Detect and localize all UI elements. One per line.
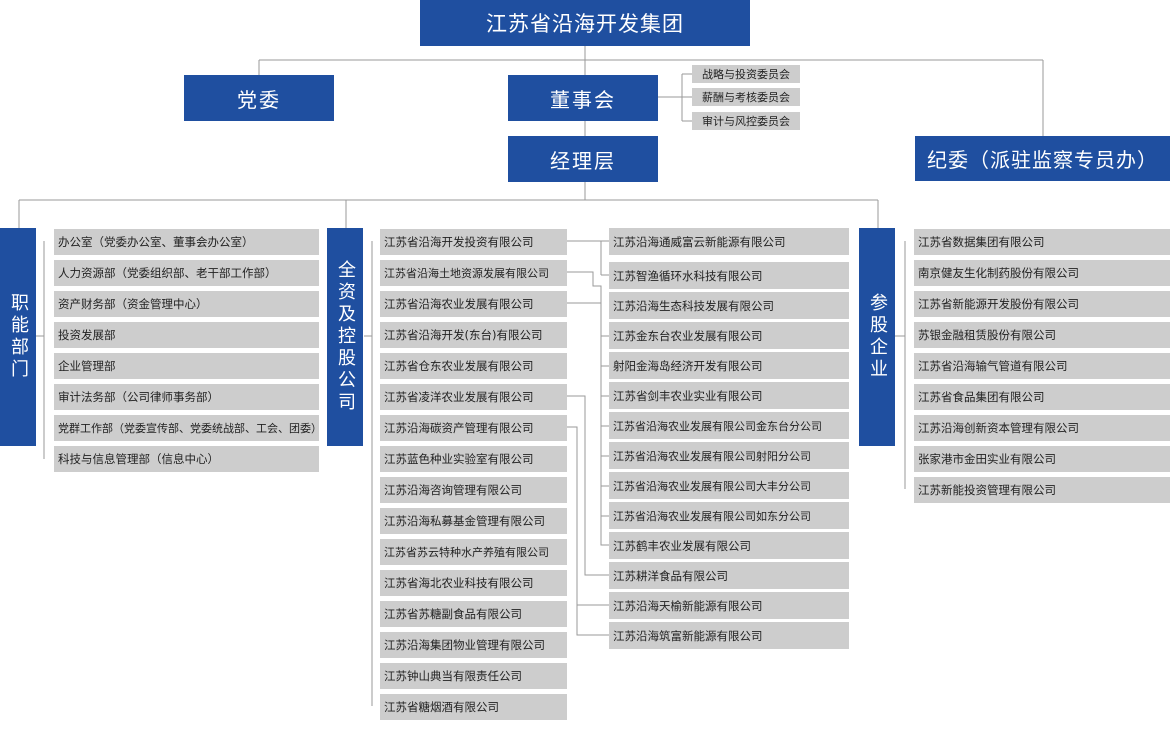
list-item: 企业管理部 <box>54 353 319 379</box>
list-item: 江苏新能投资管理有限公司 <box>914 477 1170 503</box>
list-item: 江苏省苏云特种水产养殖有限公司 <box>380 539 567 565</box>
list-item: 审计法务部（公司律师事务部） <box>54 384 319 410</box>
list-item: 江苏沿海碳资产管理有限公司 <box>380 415 567 441</box>
list-item: 科技与信息管理部（信息中心） <box>54 446 319 472</box>
list-item: 张家港市金田实业有限公司 <box>914 446 1170 472</box>
list-item: 苏银金融租赁股份有限公司 <box>914 322 1170 348</box>
list-item: 江苏省沿海输气管道有限公司 <box>914 353 1170 379</box>
list-item: 江苏省海北农业科技有限公司 <box>380 570 567 596</box>
list-item: 江苏省仓东农业发展有限公司 <box>380 353 567 379</box>
list-item: 江苏省沿海农业发展有限公司 <box>380 291 567 317</box>
board-committee-strategy: 战略与投资委员会 <box>692 65 800 83</box>
list-item: 资产财务部（资金管理中心） <box>54 291 319 317</box>
list-item: 江苏智渔循环水科技有限公司 <box>609 262 849 289</box>
holdings-label: 全资及控股公司 <box>327 228 363 446</box>
list-item: 人力资源部（党委组织部、老干部工作部） <box>54 260 319 286</box>
root-node: 江苏省沿海开发集团 <box>420 0 750 46</box>
list-item: 江苏蓝色种业实验室有限公司 <box>380 446 567 472</box>
list-item: 江苏省数据集团有限公司 <box>914 229 1170 255</box>
list-item: 江苏金东台农业发展有限公司 <box>609 322 849 349</box>
functional-dept-label: 职能部门 <box>0 228 36 446</box>
list-item: 江苏省沿海开发投资有限公司 <box>380 229 567 255</box>
list-item: 江苏钟山典当有限责任公司 <box>380 663 567 689</box>
board-committee-compensation: 薪酬与考核委员会 <box>692 88 800 106</box>
list-item: 江苏省食品集团有限公司 <box>914 384 1170 410</box>
list-item: 江苏省沿海农业发展有限公司射阳分公司 <box>609 442 849 469</box>
list-item: 办公室（党委办公室、董事会办公室） <box>54 229 319 255</box>
board-node: 董事会 <box>508 75 658 121</box>
list-item: 江苏省沿海农业发展有限公司如东分公司 <box>609 502 849 529</box>
list-item: 江苏沿海筑富新能源有限公司 <box>609 622 849 649</box>
list-item: 江苏省沿海农业发展有限公司大丰分公司 <box>609 472 849 499</box>
list-item: 江苏沿海咨询管理有限公司 <box>380 477 567 503</box>
list-item: 江苏省新能源开发股份有限公司 <box>914 291 1170 317</box>
list-item: 江苏沿海创新资本管理有限公司 <box>914 415 1170 441</box>
board-committee-audit: 审计与风控委员会 <box>692 112 800 130</box>
list-item: 南京健友生化制药股份有限公司 <box>914 260 1170 286</box>
list-item: 江苏耕洋食品有限公司 <box>609 562 849 589</box>
management-node: 经理层 <box>508 136 658 182</box>
list-item: 江苏鹤丰农业发展有限公司 <box>609 532 849 559</box>
list-item: 江苏沿海生态科技发展有限公司 <box>609 292 849 319</box>
list-item: 江苏沿海集团物业管理有限公司 <box>380 632 567 658</box>
list-item: 江苏沿海私募基金管理有限公司 <box>380 508 567 534</box>
list-item: 江苏省沿海土地资源发展有限公司 <box>380 260 567 286</box>
list-item: 江苏省苏糖副食品有限公司 <box>380 601 567 627</box>
list-item: 江苏省糖烟酒有限公司 <box>380 694 567 720</box>
list-item: 江苏省剑丰农业实业有限公司 <box>609 382 849 409</box>
list-item: 江苏省凌洋农业发展有限公司 <box>380 384 567 410</box>
participating-label: 参股企业 <box>859 228 895 446</box>
list-item: 江苏沿海通威富云新能源有限公司 <box>609 228 849 255</box>
party-committee-node: 党委 <box>184 75 334 121</box>
list-item: 江苏省沿海农业发展有限公司金东台分公司 <box>609 412 849 439</box>
list-item: 射阳金海岛经济开发有限公司 <box>609 352 849 379</box>
list-item: 党群工作部（党委宣传部、党委统战部、工会、团委） <box>54 415 319 441</box>
list-item: 江苏沿海天榆新能源有限公司 <box>609 592 849 619</box>
discipline-node: 纪委（派驻监察专员办） <box>915 136 1170 181</box>
list-item: 江苏省沿海开发(东台)有限公司 <box>380 322 567 348</box>
list-item: 投资发展部 <box>54 322 319 348</box>
